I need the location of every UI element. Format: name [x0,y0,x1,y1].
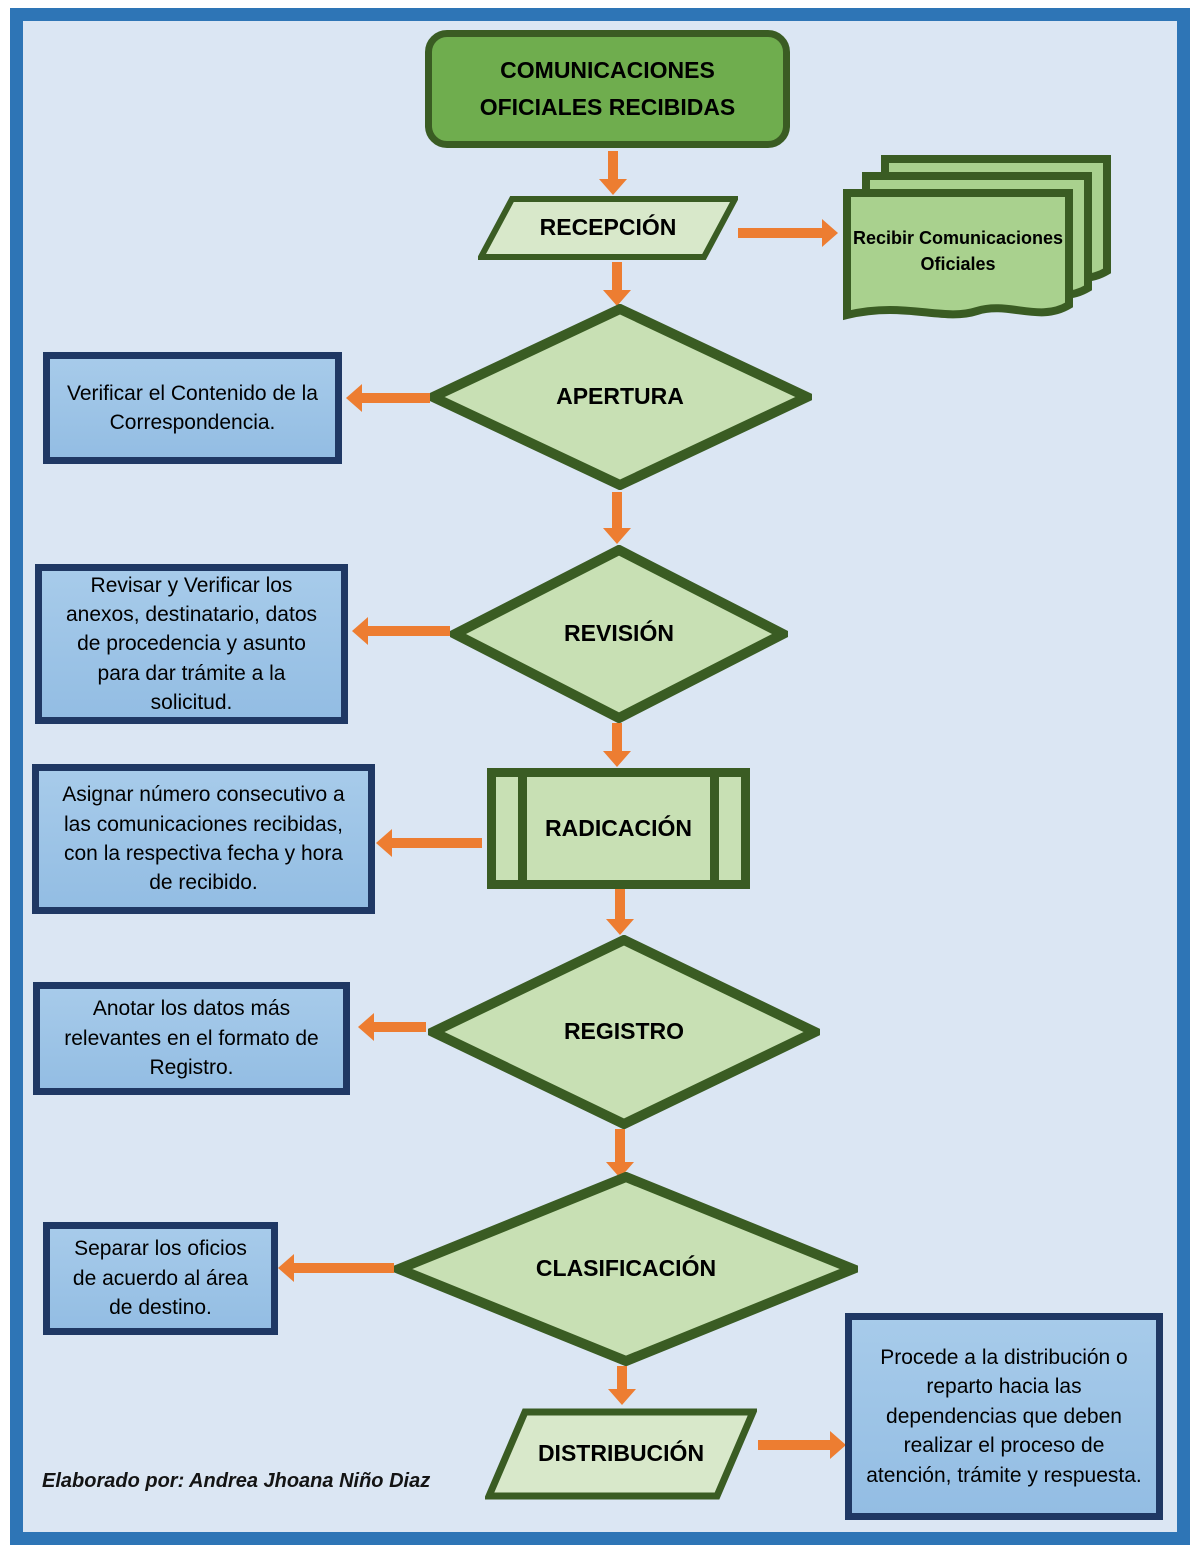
arrow-head-icon [599,179,627,195]
arrow-head-icon [278,1254,294,1282]
arrow-shaft [617,1366,627,1391]
decision-shape [450,545,788,723]
note-radicacion: Asignar número consecutivo a las comunic… [32,764,375,914]
shape-outline [485,1408,757,1500]
arrow-shaft [360,393,430,403]
note-clasificacion: Separar los oficios de acuerdo al área d… [43,1222,278,1335]
node-distribucion: DISTRIBUCIÓN [485,1408,757,1500]
arrow-shaft [372,1022,426,1032]
arrow-head-icon [830,1431,846,1459]
note-distribucion: Procede a la distribución o reparto haci… [845,1313,1163,1520]
node-registro-label: REGISTRO [563,1018,685,1045]
arrow-registro-to-note [358,1013,426,1041]
arrow-recepcion-to-document [738,219,838,247]
arrow-shaft [366,626,450,636]
arrow-head-icon [358,1013,374,1041]
arrow-shaft [612,262,622,292]
arrow-shaft [738,228,824,238]
arrow-shaft [615,889,625,921]
arrow-revision-to-note [352,617,450,645]
arrow-shaft [292,1263,394,1273]
arrow-start-to-recepcion [599,151,627,195]
node-registro: REGISTRO [428,935,820,1129]
note-revision: Revisar y Verificar los anexos, destinat… [35,564,348,724]
shape-outline [450,545,788,723]
arrow-head-icon [346,384,362,412]
arrow-shaft [608,151,618,181]
node-apertura: APERTURA [428,304,812,490]
node-revision-label: REVISIÓN [564,620,674,647]
arrow-head-icon [822,219,838,247]
parallelogram-shape [485,1408,757,1500]
node-document-stack: Recibir Comunicaciones Oficiales [843,155,1113,327]
arrow-head-icon [603,290,631,306]
document-page-front [843,189,1073,321]
shape-outline [478,196,738,260]
node-clasificacion-label: CLASIFICACIÓN [535,1255,717,1282]
arrow-head-icon [376,829,392,857]
arrow-recepcion-to-apertura [603,262,631,306]
node-apertura-label: APERTURA [556,383,684,410]
decision-shape [428,935,820,1129]
arrow-head-icon [606,919,634,935]
arrow-head-icon [608,1389,636,1405]
decision-shape [428,304,812,490]
shape-outline [428,935,820,1129]
node-recepcion: RECEPCIÓN [478,196,738,260]
node-distribucion-label: DISTRIBUCIÓN [537,1440,705,1467]
arrow-shaft [612,723,622,753]
arrow-shaft [615,1129,625,1164]
arrow-head-icon [603,528,631,544]
preprocess-bar-left [518,777,527,880]
node-radicacion-label: RADICACIÓN [545,814,692,841]
node-radicacion: RADICACIÓN [487,768,750,889]
node-clasificacion: CLASIFICACIÓN [394,1172,858,1366]
arrow-clasificacion-to-distribucion [608,1366,636,1405]
arrow-apertura-to-revision [603,492,631,544]
arrow-head-icon [352,617,368,645]
preprocess-bar-right [710,777,719,880]
shape-outline [394,1172,858,1366]
decision-shape [394,1172,858,1366]
arrow-radicacion-to-registro [606,889,634,935]
arrow-shaft [612,492,622,530]
node-document-label: Recibir Comunicaciones Oficiales [852,227,1064,274]
shape-outline [428,304,812,490]
arrow-radicacion-to-note [376,829,482,857]
arrow-head-icon [603,751,631,767]
arrow-shaft [758,1440,832,1450]
node-recepcion-label: RECEPCIÓN [539,214,677,241]
node-start: COMUNICACIONES OFICIALES RECIBIDAS [425,30,790,148]
note-apertura: Verificar el Contenido de la Corresponde… [43,352,342,464]
multi-document-shape [843,155,1111,321]
arrow-apertura-to-note [346,384,430,412]
arrow-revision-to-radicacion [603,723,631,767]
note-registro: Anotar los datos más relevantes en el fo… [33,982,350,1095]
arrow-clasificacion-to-note [278,1254,394,1282]
arrow-shaft [390,838,482,848]
credit-text: Elaborado por: Andrea Jhoana Niño Diaz [42,1470,431,1492]
arrow-registro-to-clasificacion [606,1129,634,1178]
node-start-label: COMUNICACIONES OFICIALES RECIBIDAS [479,57,736,120]
parallelogram-shape [478,196,738,260]
node-revision: REVISIÓN [450,545,788,723]
arrow-distribucion-to-note [758,1431,846,1459]
